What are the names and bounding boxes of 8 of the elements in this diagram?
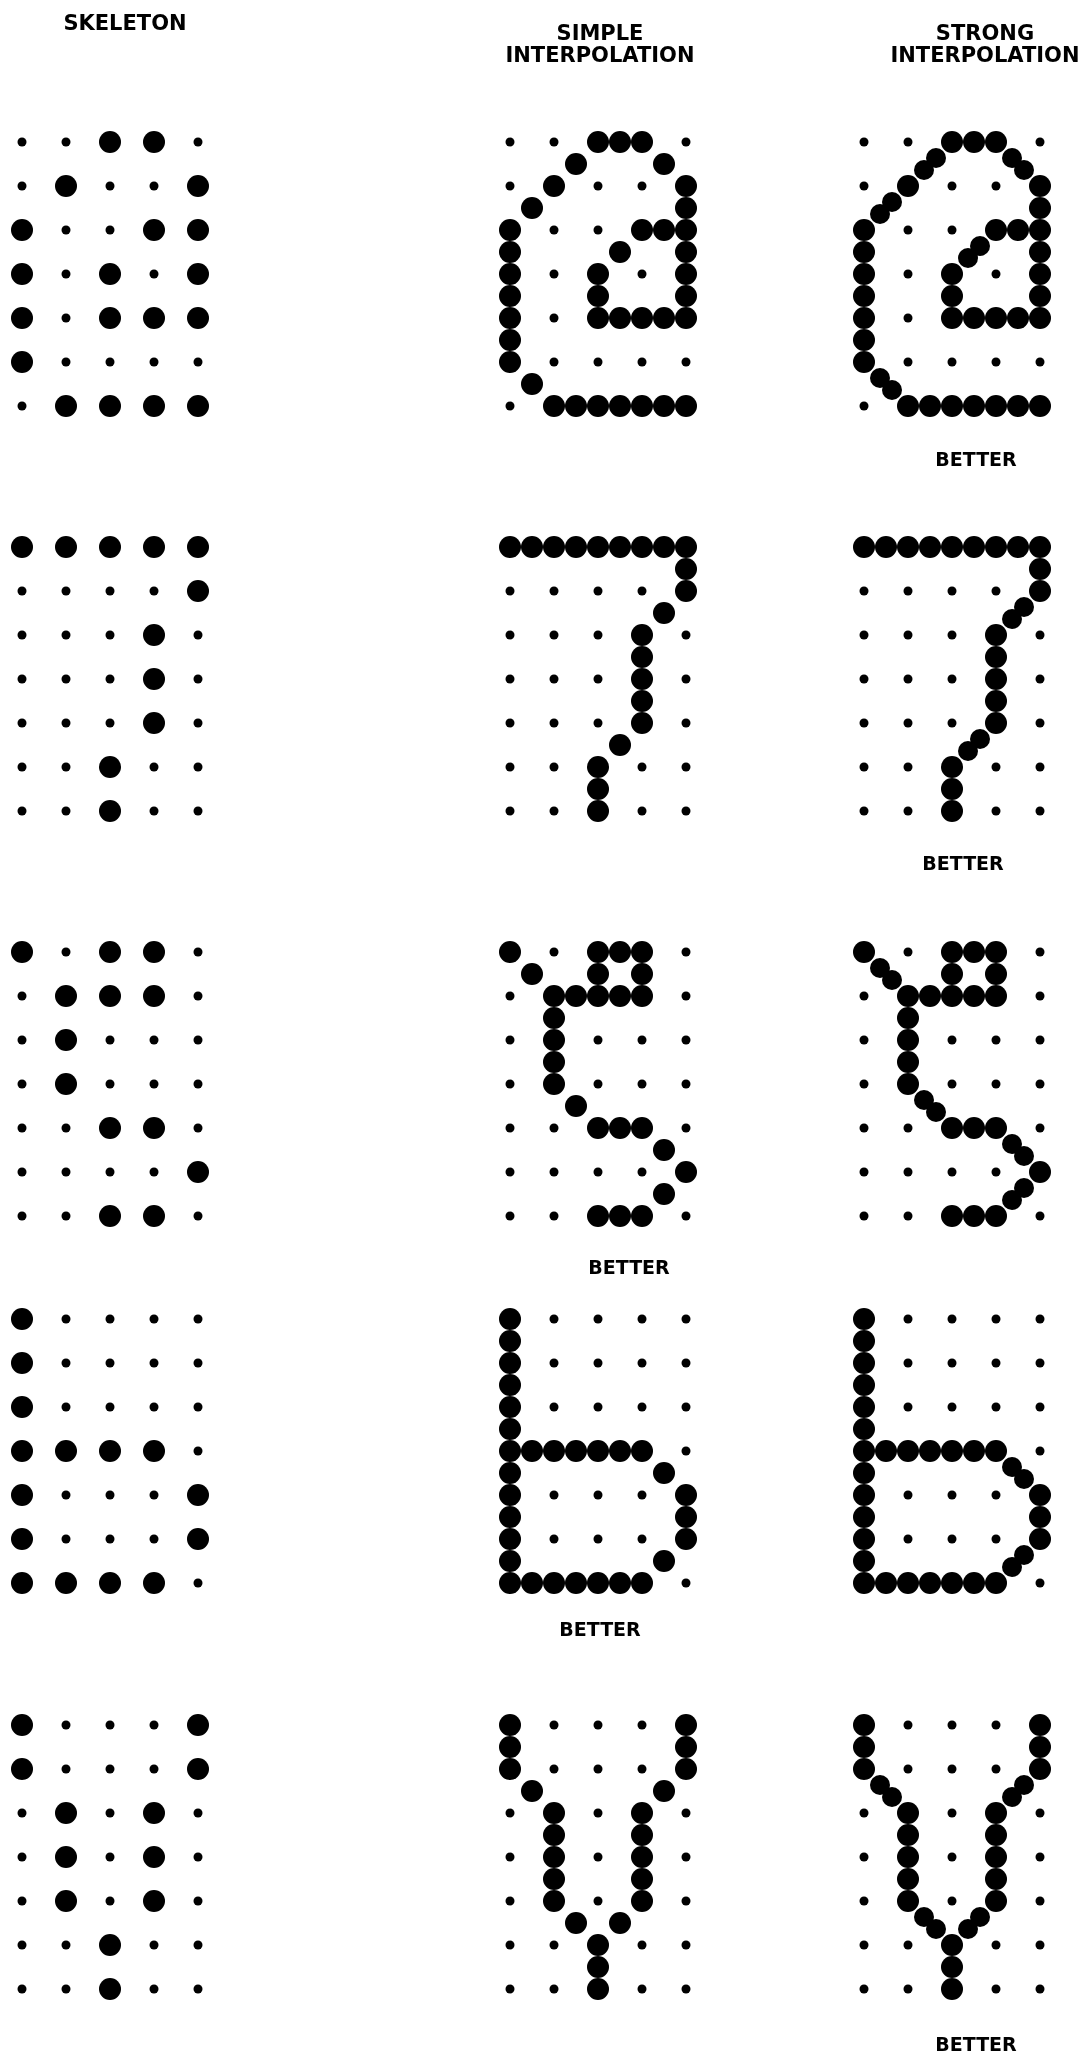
verdict-label: BETTER bbox=[588, 1258, 670, 1278]
column-heading: SKELETON bbox=[62, 12, 188, 35]
column-heading: STRONG INTERPOLATION bbox=[890, 22, 1080, 67]
verdict-label: BETTER bbox=[559, 1620, 641, 1640]
verdict-label: BETTER bbox=[922, 854, 1004, 874]
verdict-label: BETTER bbox=[935, 2035, 1017, 2055]
verdict-label: BETTER bbox=[935, 450, 1017, 470]
column-heading: SIMPLE INTERPOLATION bbox=[505, 22, 695, 67]
